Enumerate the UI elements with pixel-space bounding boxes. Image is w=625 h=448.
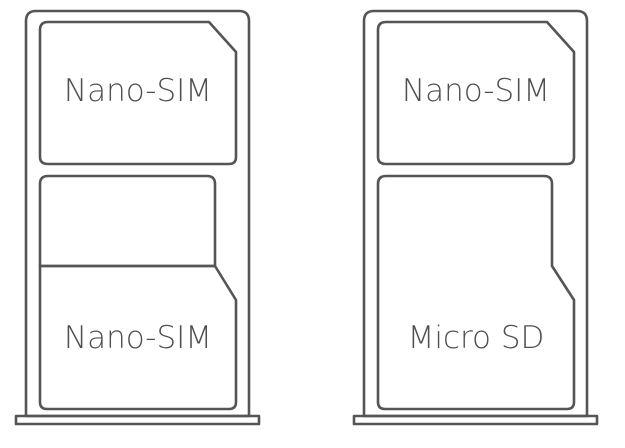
tray-right-slot-micro-sd-label: Micro SD bbox=[408, 320, 545, 356]
tray-left-slot-nano-sim-top-label: Nano-SIM bbox=[64, 73, 212, 109]
tray-right-slot-micro-sd bbox=[376, 174, 576, 411]
tray-left-slot-middle bbox=[38, 174, 217, 268]
tray-right-base-rail bbox=[352, 414, 599, 426]
tray-right-slot-nano-sim-label: Nano-SIM bbox=[402, 73, 550, 109]
tray-left-base-rail bbox=[14, 414, 261, 426]
tray-left-slot-nano-sim-bottom-label: Nano-SIM bbox=[64, 320, 212, 356]
tray-left-slot-nano-sim-bottom bbox=[38, 264, 238, 411]
tray-left: Nano-SIM Nano-SIM bbox=[14, 9, 261, 426]
tray-right-slot-nano-sim bbox=[376, 20, 576, 166]
tray-right: Nano-SIM Micro SD bbox=[352, 9, 599, 426]
tray-left-slot-nano-sim-top bbox=[38, 20, 238, 166]
